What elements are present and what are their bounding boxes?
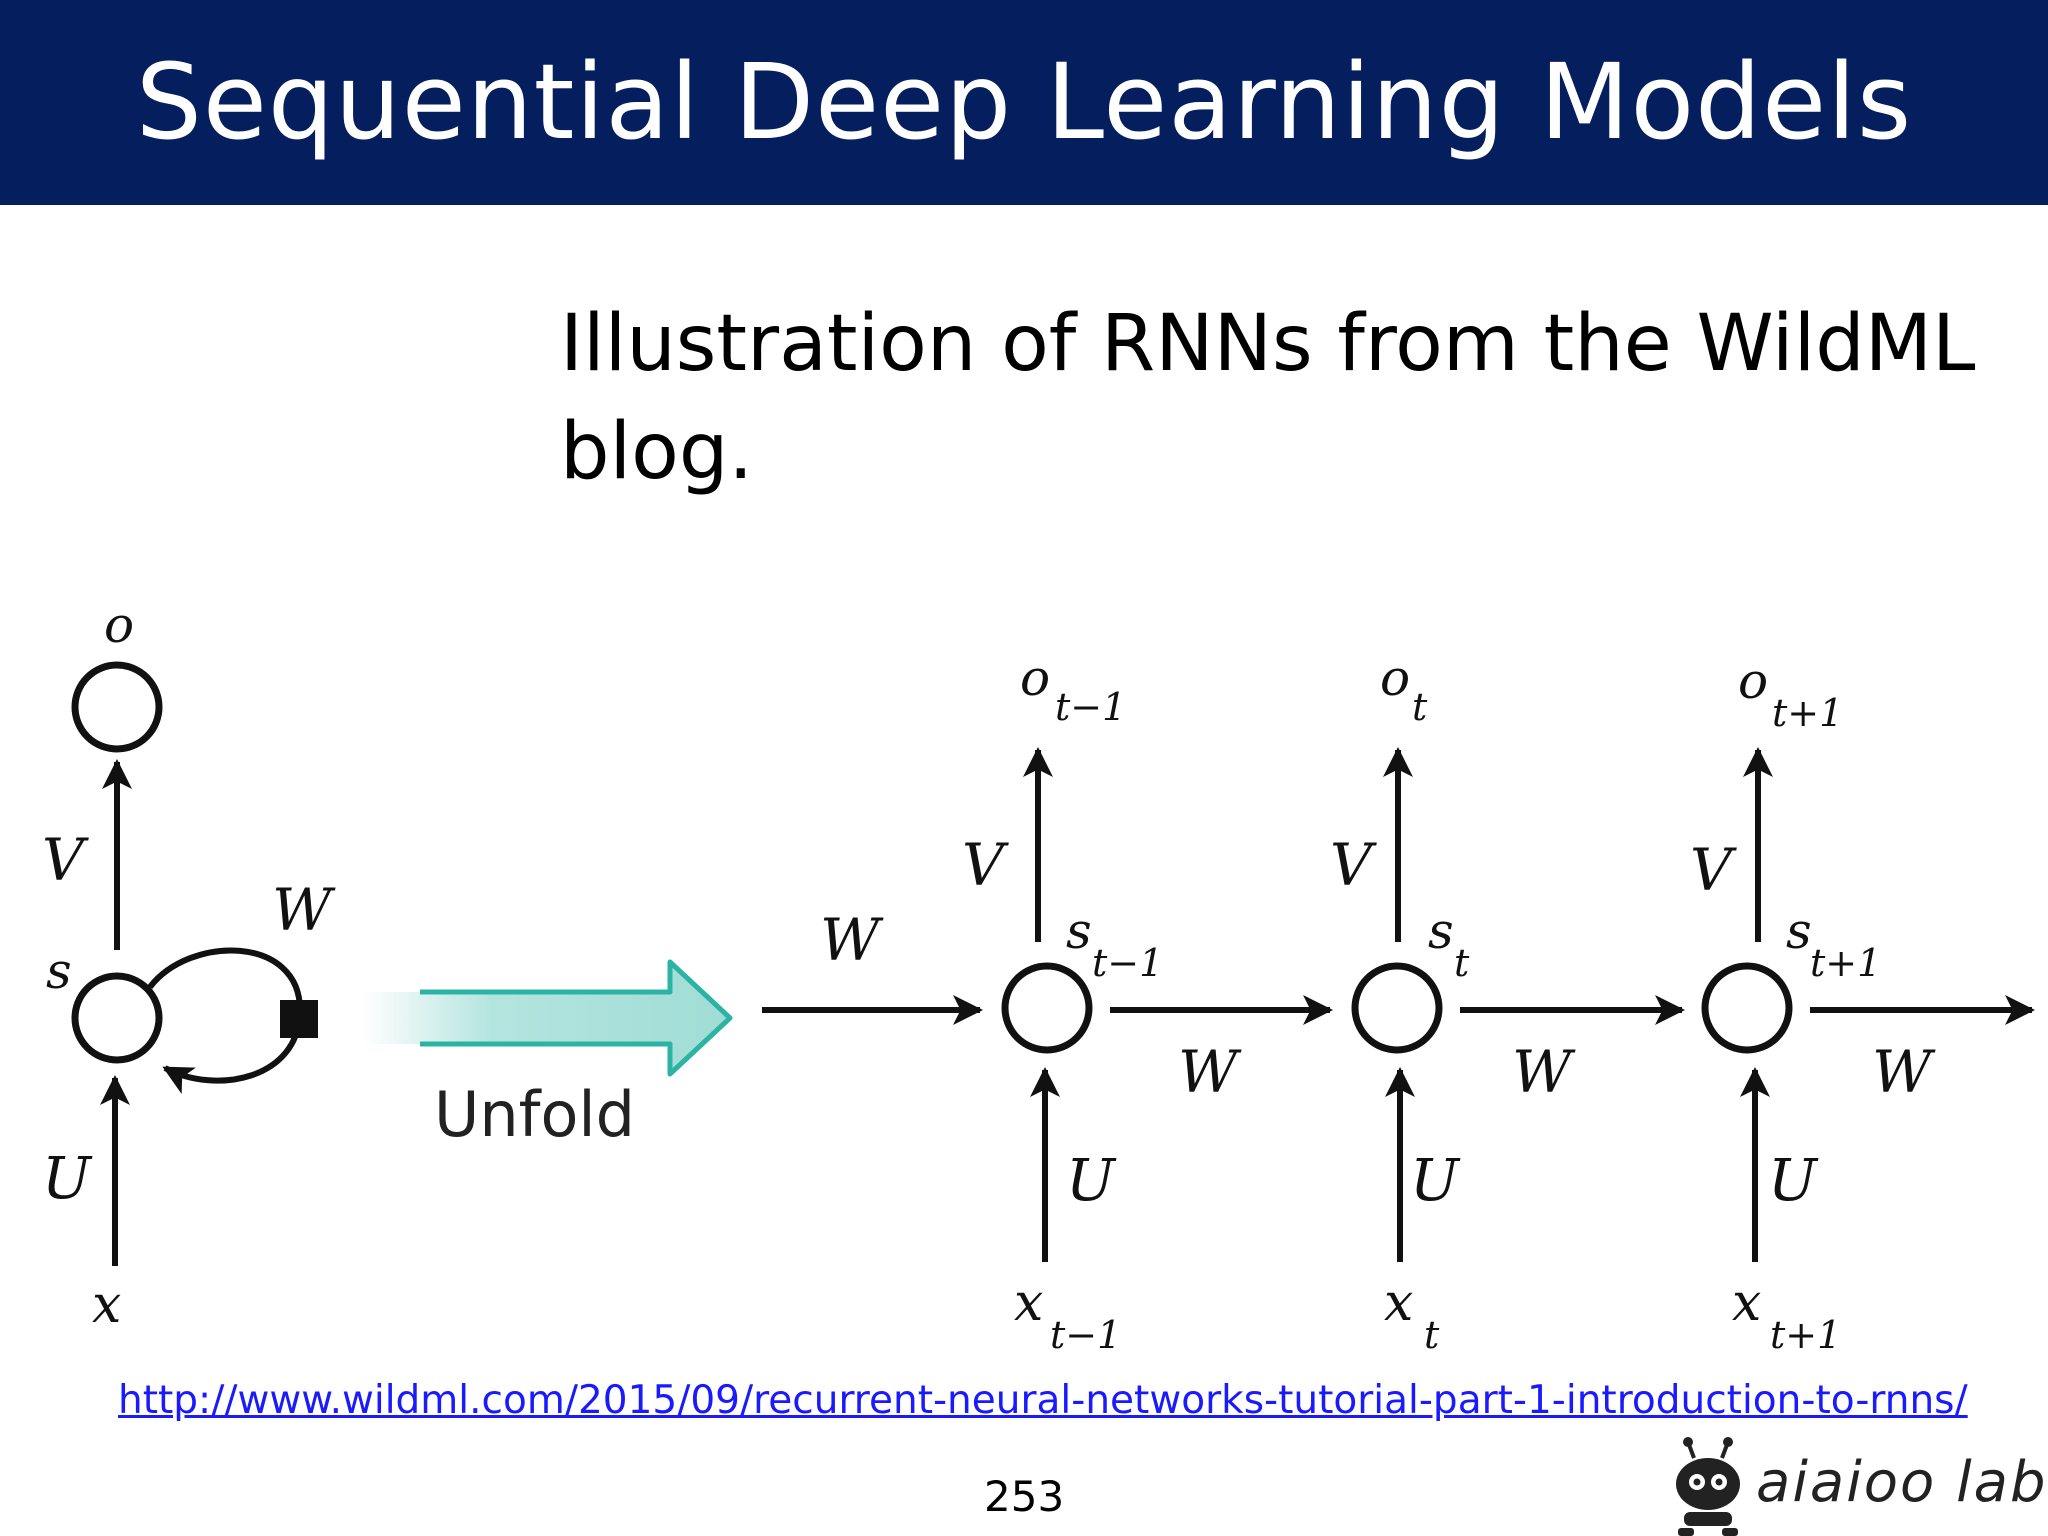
output-label-t-plus-1: o bbox=[1738, 652, 1768, 710]
unfold-arrow-outline bbox=[420, 959, 733, 1077]
output-sub-t: t bbox=[1412, 685, 1428, 729]
state-node-t bbox=[1351, 962, 1443, 1054]
unfolded-rnn: W V o t−1 s t−1 U x t−1 W V o t s t bbox=[762, 649, 2035, 1357]
state-label-t-plus-1: s bbox=[1786, 902, 1812, 960]
state-label-t: s bbox=[1428, 902, 1454, 960]
state-label: s bbox=[46, 942, 72, 1000]
brand-name: aiaioo labs bbox=[1756, 1450, 2048, 1515]
time-step-t-minus-1: V o t−1 s t−1 U x t−1 W bbox=[962, 649, 1333, 1357]
title-bar bbox=[0, 0, 2048, 205]
state-sub-t: t bbox=[1454, 941, 1470, 985]
u-label-t-plus-1: U bbox=[1768, 1146, 1819, 1214]
u-label-t-minus-1: U bbox=[1066, 1146, 1117, 1214]
u-label-t: U bbox=[1410, 1146, 1461, 1214]
unfold-arrow: Unfold bbox=[362, 959, 733, 1151]
slide-caption: Illustration of RNNs from the WildML blo… bbox=[560, 299, 1976, 497]
output-label: o bbox=[104, 596, 134, 654]
output-label-t: o bbox=[1380, 649, 1410, 707]
output-sub-t-minus-1: t−1 bbox=[1055, 685, 1126, 729]
output-sub-t-plus-1: t+1 bbox=[1772, 691, 1843, 735]
brand-logo: aiaioo labs bbox=[1666, 1436, 2048, 1536]
output-label-t-minus-1: o bbox=[1020, 649, 1050, 707]
w-label-t-plus-1: W bbox=[1872, 1038, 1936, 1106]
unfold-label: Unfold bbox=[434, 1078, 635, 1151]
rnn-unfold-diagram: o V s W U x Unfold W V o t−1 s t−1 U x bbox=[42, 596, 2035, 1357]
recurrent-loop bbox=[147, 947, 304, 1095]
w-label: W bbox=[272, 876, 336, 944]
state-node-t-plus-1 bbox=[1701, 962, 1793, 1054]
input-label-t-plus-1: x bbox=[1732, 1273, 1761, 1333]
source-link[interactable]: http://www.wildml.com/2015/09/recurrent-… bbox=[118, 1378, 1968, 1423]
time-step-t: V o t s t U x t W bbox=[1330, 649, 1685, 1357]
output-node bbox=[71, 661, 163, 753]
state-sub-t-minus-1: t−1 bbox=[1092, 941, 1163, 985]
robot-mascot-icon bbox=[1676, 1437, 1740, 1536]
input-label-t: x bbox=[1384, 1273, 1413, 1333]
input-label-t-minus-1: x bbox=[1014, 1273, 1043, 1333]
u-label: U bbox=[42, 1144, 93, 1212]
v-label-t-minus-1: V bbox=[962, 831, 1009, 899]
delay-box bbox=[280, 1000, 318, 1038]
input-label: x bbox=[92, 1275, 121, 1335]
unfold-arrow-shape bbox=[362, 962, 730, 1074]
input-sub-t: t bbox=[1424, 1313, 1440, 1357]
input-sub-t-minus-1: t−1 bbox=[1050, 1313, 1121, 1357]
v-label-t-plus-1: V bbox=[1690, 836, 1737, 904]
state-sub-t-plus-1: t+1 bbox=[1810, 941, 1881, 985]
v-label-t: V bbox=[1330, 831, 1377, 899]
input-w-label: W bbox=[820, 906, 884, 974]
v-label: V bbox=[42, 826, 89, 894]
slide-title: Sequential Deep Learning Models bbox=[135, 41, 1913, 163]
folded-rnn: o V s W U x bbox=[42, 596, 336, 1335]
time-step-t-plus-1: V o t+1 s t+1 U x t+1 W bbox=[1690, 652, 2035, 1357]
w-label-t-minus-1: W bbox=[1178, 1038, 1242, 1106]
state-label-t-minus-1: s bbox=[1066, 902, 1092, 960]
page-number: 253 bbox=[984, 1472, 1065, 1521]
input-sub-t-plus-1: t+1 bbox=[1770, 1313, 1841, 1357]
state-node bbox=[71, 972, 163, 1064]
state-node-t-minus-1 bbox=[1001, 962, 1093, 1054]
w-label-t: W bbox=[1512, 1038, 1576, 1106]
